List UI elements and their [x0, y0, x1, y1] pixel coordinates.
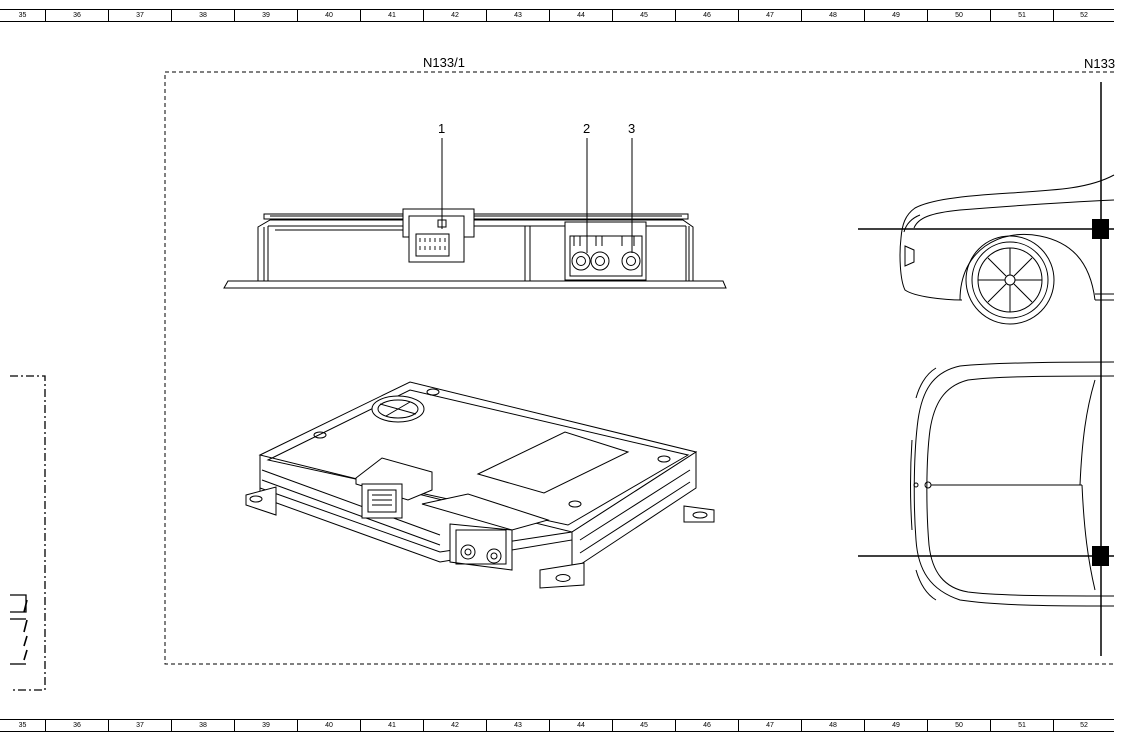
grid-cell-49: 49: [864, 10, 927, 21]
vehicle-side-location-view: [899, 174, 1115, 325]
grid-cell-35: 35: [18, 722, 27, 729]
grid-cell-36: 36: [45, 10, 108, 21]
grid-cell-38: 38: [171, 10, 234, 21]
grid-cell-43: 43: [486, 10, 549, 21]
grid-cell-44: 44: [549, 10, 612, 21]
grid-cell-36: 36: [45, 720, 108, 731]
grid-cell-51: 51: [990, 720, 1053, 731]
component-label: N133/1: [423, 55, 465, 70]
grid-cell-48: 48: [801, 720, 864, 731]
grid-cell-44: 44: [549, 720, 612, 731]
module-side-view: [223, 208, 727, 289]
callout-1: 1: [438, 121, 446, 136]
grid-cell-41: 41: [360, 720, 423, 731]
grid-cell-47: 47: [738, 720, 801, 731]
module-isometric-view: [245, 381, 715, 589]
grid-cell-43: 43: [486, 720, 549, 731]
component-label-cut: N133: [1084, 56, 1116, 71]
grid-cell-41: 41: [360, 10, 423, 21]
grid-cell-39: 39: [234, 720, 297, 731]
grid-cell-50: 50: [927, 720, 990, 731]
grid-cell-49: 49: [864, 720, 927, 731]
callout-leaders: [441, 138, 633, 253]
grid-cell-37: 37: [108, 10, 171, 21]
grid-cell-48: 48: [801, 10, 864, 21]
left-neighbor-component: [10, 375, 46, 691]
vehicle-top-location-view: [910, 361, 1115, 607]
grid-cell-45: 45: [612, 720, 675, 731]
grid-cell-46: 46: [675, 10, 738, 21]
grid-cell-38: 38: [171, 720, 234, 731]
grid-cell-51: 51: [990, 10, 1053, 21]
grid-cell-47: 47: [738, 10, 801, 21]
grid-cell-40: 40: [297, 10, 360, 21]
grid-cell-46: 46: [675, 720, 738, 731]
grid-cell-39: 39: [234, 10, 297, 21]
grid-cell-50: 50: [927, 10, 990, 21]
grid-cell-52: 52: [1053, 10, 1114, 21]
grid-cell-37: 37: [108, 720, 171, 731]
grid-cell-52: 52: [1053, 720, 1114, 731]
component-dashed-frame: [164, 71, 1114, 665]
callout-2: 2: [583, 121, 591, 136]
grid-cell-45: 45: [612, 10, 675, 21]
grid-cell-42: 42: [423, 720, 486, 731]
callout-3: 3: [628, 121, 636, 136]
grid-cell-42: 42: [423, 10, 486, 21]
grid-cell-40: 40: [297, 720, 360, 731]
grid-cell-35: 35: [18, 12, 27, 19]
